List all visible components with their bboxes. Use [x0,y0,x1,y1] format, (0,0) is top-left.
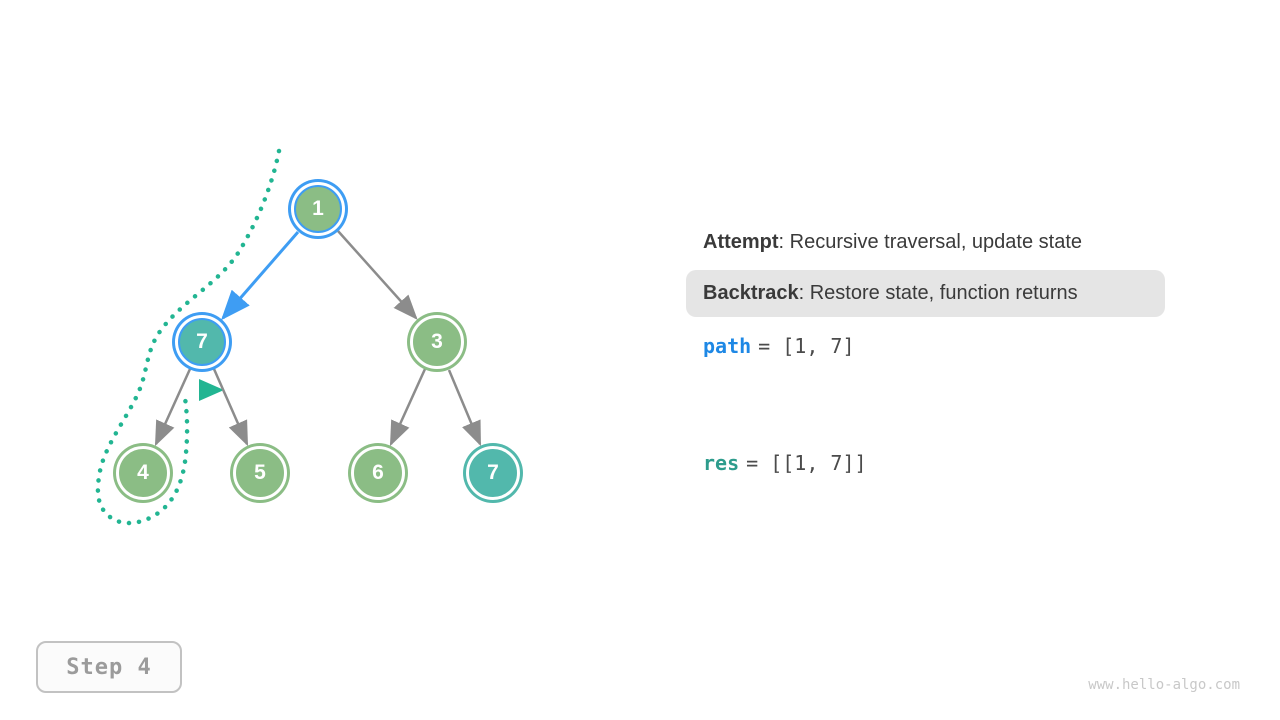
node-value: 4 [137,461,149,484]
res-variable-name: res [703,451,740,475]
node-value: 5 [254,461,266,484]
watermark: www.hello-algo.com [1088,677,1240,693]
tree-node-7-left: 7 [178,318,226,366]
node-value: 1 [312,197,324,220]
node-value: 3 [431,330,443,353]
node-value: 7 [487,461,499,484]
node-value: 7 [196,330,208,353]
step-indicator-label: Step 4 [66,654,152,680]
path-variable-value: = [1, 7] [758,334,855,358]
edge-1-3 [337,230,418,320]
tree-node-5: 5 [233,446,287,500]
edge-7-5 [212,368,249,447]
tree-node-7-right: 7 [466,446,520,500]
tree-node-6: 6 [351,446,405,500]
tree-node-3: 3 [410,315,464,369]
edge-7-4 [154,368,192,447]
attempt-caption: Attempt: Recursive traversal, update sta… [703,231,1082,254]
edge-3-6 [389,368,427,447]
tree-node-1: 1 [294,185,342,233]
backtrack-caption-box: Backtrack: Restore state, function retur… [686,270,1165,317]
res-variable: res= [[1, 7]] [703,451,867,475]
path-variable-name: path [703,334,752,358]
path-variable: path= [1, 7] [703,334,855,358]
edge-1-7-active [221,231,300,321]
step-indicator: Step 4 [36,641,182,693]
edge-3-7 [447,369,482,447]
attempt-description: : Recursive traversal, update state [778,231,1083,253]
attempt-label: Attempt [703,231,779,253]
trace-arrowhead-icon [199,379,224,401]
backtrack-label: Backtrack [703,282,799,304]
node-value: 6 [372,461,384,484]
backtrack-description: : Restore state, function returns [798,282,1078,304]
res-variable-value: = [[1, 7]] [746,451,867,475]
tree-node-4: 4 [116,446,170,500]
